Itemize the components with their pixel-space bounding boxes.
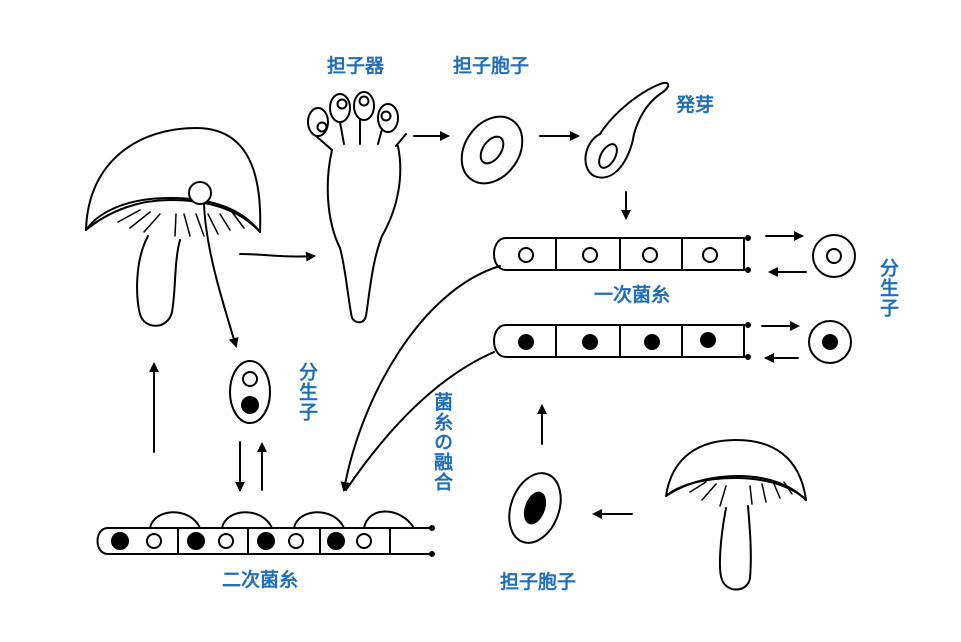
label-conidia-right: 分生子 [877, 258, 899, 318]
label-secondary-mycelium: 二次菌糸 [222, 569, 299, 591]
basidiospore-top [460, 115, 524, 185]
label-basidium: 担子器 [327, 55, 385, 77]
label-conidium-left: 分生子 [296, 362, 318, 422]
germinating-spore [584, 82, 670, 179]
mushroom-large [85, 127, 262, 327]
label-primary-mycelium: 一次菌糸 [594, 284, 671, 306]
mushroom-small [665, 439, 807, 591]
secondary-mycelium [96, 510, 435, 557]
basidium [307, 91, 407, 324]
conidium-right-bottom [808, 320, 852, 364]
arrows [149, 131, 807, 519]
label-hyphal-fusion: 菌糸の融合 [431, 392, 453, 492]
label-basidiospore-bottom: 担子胞子 [500, 571, 577, 593]
label-germination: 発芽 [676, 94, 715, 116]
primary-mycelium-2 [493, 322, 751, 360]
conidium-left [229, 360, 271, 424]
basidiospore-bottom [508, 472, 562, 544]
primary-mycelium [493, 235, 751, 273]
conidium-right-top [812, 234, 856, 278]
label-basidiospore-top: 担子胞子 [453, 55, 530, 77]
